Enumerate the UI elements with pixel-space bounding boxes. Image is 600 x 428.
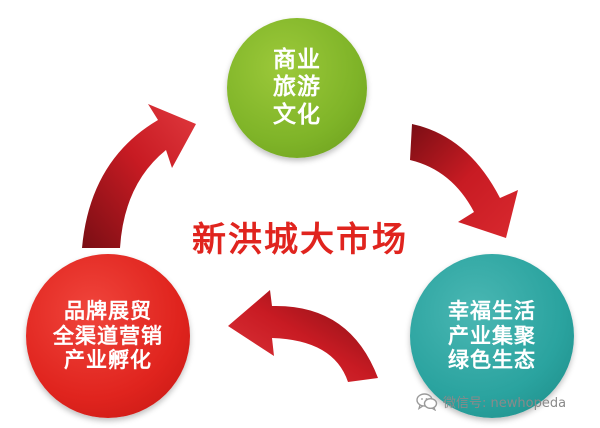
arrow-teal-to-red — [228, 290, 378, 382]
arrow-green-to-teal — [410, 124, 518, 238]
node-brand-marketing-incubation: 品牌展贸 全渠道营销 产业孵化 — [26, 254, 190, 418]
watermark-text: 微信号: newhopeda — [443, 396, 567, 411]
arrow-red-to-green — [82, 104, 196, 248]
node-line: 幸福生活 — [448, 298, 536, 323]
center-title: 新洪城大市场 — [192, 220, 408, 260]
node-line: 商业 — [273, 47, 321, 74]
node-line: 旅游 — [273, 74, 321, 101]
node-line: 产业集聚 — [448, 323, 536, 348]
node-commerce-tourism-culture: 商业 旅游 文化 — [227, 18, 367, 158]
watermark: 微信号: newhopeda — [416, 392, 566, 411]
node-line: 品牌展贸 — [64, 298, 152, 323]
node-happy-life-industry-green: 幸福生活 产业集聚 绿色生态 — [410, 254, 574, 418]
node-line: 绿色生态 — [448, 348, 536, 373]
wechat-icon — [416, 392, 438, 411]
node-line: 产业孵化 — [64, 348, 152, 373]
node-line: 全渠道营销 — [53, 323, 163, 348]
node-line: 文化 — [273, 101, 321, 128]
